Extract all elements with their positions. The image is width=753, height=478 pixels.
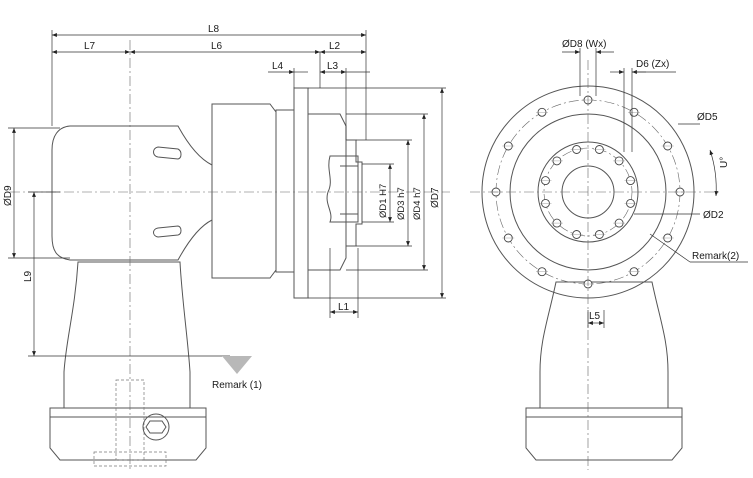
- label-OD7: ØD7: [430, 187, 441, 208]
- label-L6: L6: [211, 41, 223, 52]
- adapter-ring: [211, 103, 277, 279]
- label-OD3: ØD3 h7: [396, 187, 407, 220]
- side-motor-housing: [51, 125, 213, 261]
- label-OD5: ØD5: [697, 112, 718, 123]
- output-shaft: [345, 139, 363, 247]
- front-dimensions: [562, 48, 748, 328]
- remark1-triangle-icon: [222, 356, 252, 374]
- shaft-section-cut: [326, 155, 359, 223]
- label-L1: L1: [338, 302, 350, 313]
- label-L8: L8: [208, 24, 220, 35]
- label-D6: D6 (Zx): [636, 59, 669, 70]
- front-bottom-flange: [525, 407, 683, 461]
- side-dimensions: [8, 30, 446, 374]
- label-OD9: ØD9: [3, 185, 14, 206]
- side-view: [49, 87, 363, 467]
- label-OD2: ØD2: [703, 210, 724, 221]
- label-L5: L5: [589, 311, 601, 322]
- label-OD4: ØD4 h7: [412, 187, 423, 220]
- side-bottom-flange: [49, 407, 207, 461]
- label-OD8: ØD8 (Wx): [562, 39, 606, 50]
- output-flange: [293, 87, 309, 299]
- slot-upper: [153, 146, 182, 160]
- label-L9: L9: [23, 270, 34, 282]
- label-U: U°: [719, 157, 730, 168]
- side-vertical-housing: [63, 261, 191, 409]
- label-L7: L7: [84, 41, 96, 52]
- label-L3: L3: [327, 61, 339, 72]
- inner-threaded-holes: [539, 145, 637, 239]
- label-L2: L2: [329, 41, 341, 52]
- label-remark2: Remark(2): [692, 251, 739, 262]
- label-L4: L4: [272, 61, 284, 72]
- label-OD1: ØD1 H7: [378, 184, 389, 218]
- slot-lower: [153, 225, 182, 238]
- hex-socket-bolt-icon: [142, 413, 170, 441]
- front-vertical-housing: [539, 281, 669, 409]
- label-remark1: Remark (1): [212, 380, 262, 391]
